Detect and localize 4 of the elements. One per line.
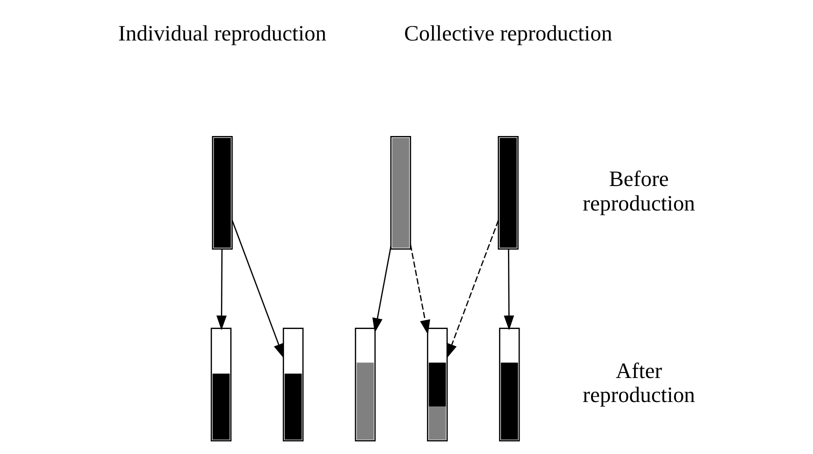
label: Individual reproduction: [118, 20, 326, 46]
label: Before reproduction: [582, 166, 696, 216]
label: After reproduction: [582, 358, 696, 408]
label: Collective reproduction: [404, 20, 612, 46]
